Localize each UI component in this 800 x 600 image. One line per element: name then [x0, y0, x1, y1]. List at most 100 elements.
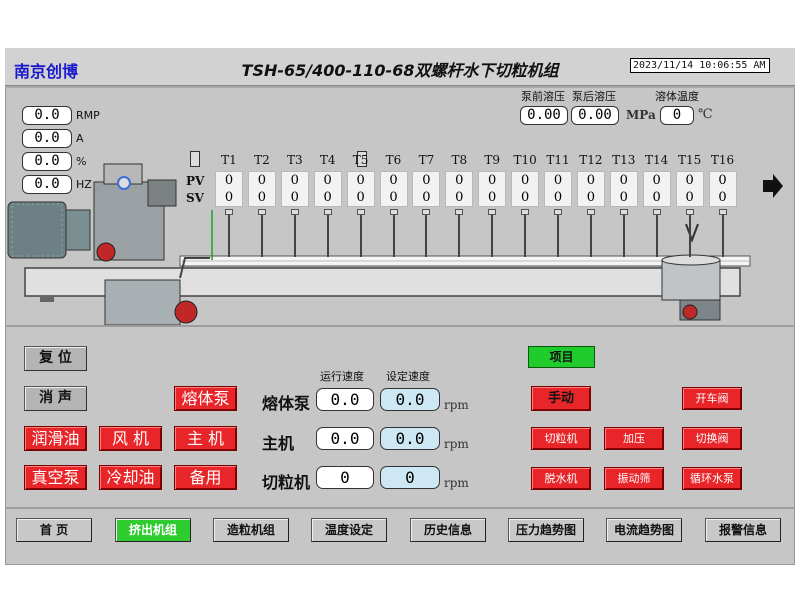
cooling-oil-button[interactable]: 冷却油	[99, 465, 162, 490]
cutter-button[interactable]: 切粒机	[531, 427, 591, 450]
zone-sv-value: 0	[718, 190, 727, 205]
dewater-button[interactable]: 脱水机	[531, 467, 591, 490]
heater-probe	[589, 215, 592, 257]
zone-sv-value: 0	[488, 190, 497, 205]
cutter-speed-label: 切粒机	[262, 473, 311, 492]
zone-label: T1	[221, 153, 237, 167]
nav-button[interactable]: 报警信息	[705, 518, 781, 542]
set-speed-header: 设定速度	[386, 370, 430, 383]
zone-label: T12	[579, 153, 603, 167]
melt-pump-set-speed[interactable]: 0.0	[380, 388, 440, 411]
heater-probe	[622, 215, 625, 257]
switch-valve-button[interactable]: 切换阀	[682, 427, 742, 450]
pelletizer-housing	[661, 259, 721, 301]
zone-label: T15	[677, 153, 702, 167]
zone-pv-value: 0	[389, 173, 398, 188]
nav-button[interactable]: 历史信息	[410, 518, 486, 542]
melt-temp-label: 溶体温度	[655, 90, 699, 103]
zone-sv-value: 0	[619, 190, 628, 205]
project-header: 项目	[528, 346, 595, 368]
main-machine-button[interactable]: 主 机	[174, 426, 237, 451]
die-valve-icon	[685, 223, 699, 243]
temp-unit: ℃	[698, 107, 713, 122]
heater-probe-cap	[323, 209, 332, 215]
heater-probe	[524, 215, 527, 257]
cutter-set-speed[interactable]: 0	[380, 466, 440, 489]
post-pump-pressure-label: 泵后溶压	[572, 90, 616, 103]
main-set-speed[interactable]: 0.0	[380, 427, 440, 450]
fan-button[interactable]: 风 机	[99, 426, 162, 451]
manual-button[interactable]: 手动	[531, 386, 591, 411]
circulating-pump-button[interactable]: 循环水泵	[682, 467, 742, 490]
heater-probe	[392, 215, 395, 257]
silence-button[interactable]: 消 声	[24, 386, 87, 411]
heater-probe	[326, 215, 329, 257]
page-title: TSH-65/400-110-68双螺杆水下切粒机组	[241, 61, 559, 80]
brand-name: 南京创博	[14, 62, 79, 81]
heater-probe-cap	[257, 209, 266, 215]
main-motor	[7, 201, 67, 259]
pressurize-button[interactable]: 加压	[604, 427, 664, 450]
zone-sv-value: 0	[455, 190, 464, 205]
nav-button[interactable]: 造粒机组	[213, 518, 289, 542]
motor-speed-unit: RMP	[76, 109, 100, 122]
zone-label: T3	[286, 153, 303, 167]
nav-button[interactable]: 挤出机组	[115, 518, 191, 542]
spare-button[interactable]: 备用	[174, 465, 237, 490]
zone-label: T4	[319, 153, 336, 167]
motor-current-unit: A	[76, 132, 84, 145]
heater-probe	[721, 215, 724, 257]
lube-oil-button[interactable]: 润滑油	[24, 426, 87, 451]
motor-frequency-value: 0.0	[22, 175, 72, 194]
heater-probe	[655, 215, 658, 257]
zone-label: T7	[418, 153, 435, 167]
zone-label: T8	[451, 153, 468, 167]
heater-probe-cap	[718, 209, 727, 215]
cutter-speed-unit: rpm	[444, 476, 469, 490]
base-foot	[40, 296, 54, 302]
nav-button[interactable]: 温度设定	[311, 518, 387, 542]
next-arrow-icon[interactable]	[763, 174, 783, 198]
sv-row-label: SV	[186, 191, 204, 205]
post-pump-pressure-value: 0.00	[571, 106, 619, 125]
pre-pump-pressure-label: 泵前溶压	[521, 90, 565, 103]
vibrating-screen-button[interactable]: 振动筛	[604, 467, 664, 490]
start-valve-button[interactable]: 开车阀	[682, 387, 742, 410]
cutter-running-speed: 0	[316, 466, 374, 489]
motor-speed-value: 0.0	[22, 106, 72, 125]
vacuum-pump-button[interactable]: 真空泵	[24, 465, 87, 490]
nav-button[interactable]: 首 页	[16, 518, 92, 542]
vacuum-unit	[104, 279, 181, 326]
zone-label: T2	[254, 153, 270, 167]
zone-label: T10	[513, 153, 537, 167]
heater-probe	[491, 215, 494, 257]
nav-button[interactable]: 电流趋势图	[606, 518, 682, 542]
nav-button[interactable]: 压力趋势图	[508, 518, 584, 542]
melt-temp-value: 0	[660, 106, 694, 125]
zone-pv-value: 0	[685, 173, 694, 188]
reset-button[interactable]: 复 位	[24, 346, 87, 371]
motor-fan-red	[96, 242, 116, 262]
zone-pv-value: 0	[224, 173, 234, 188]
motor-current-value: 0.0	[22, 129, 72, 148]
melt-pump-speed-label: 熔体泵	[262, 394, 311, 413]
zone-pv-value: 0	[356, 173, 365, 188]
heater-probe-cap	[652, 209, 661, 215]
melt-pump-button[interactable]: 熔体泵	[174, 386, 237, 411]
